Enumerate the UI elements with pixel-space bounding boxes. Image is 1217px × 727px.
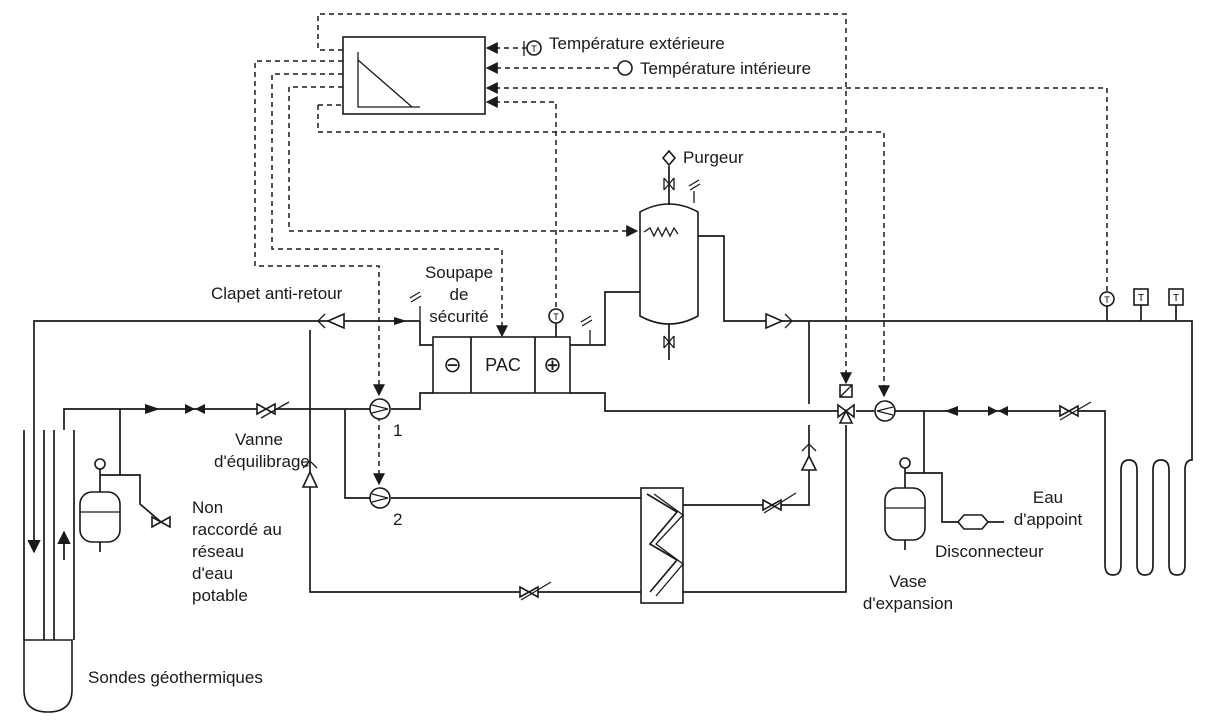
label-clapet: Clapet anti-retour: [211, 284, 343, 303]
svg-text:T: T: [553, 312, 559, 322]
expansion-vessel-right: [884, 411, 1004, 550]
heat-pump-pac: [432, 336, 571, 394]
underfloor-loop: [1104, 430, 1193, 576]
thermometer-1: T: [1133, 288, 1149, 321]
supply-t-sensor: T: [1099, 291, 1115, 321]
svg-text:T: T: [1104, 295, 1110, 305]
circulation-pump-2: [369, 487, 391, 509]
label-purgeur: Purgeur: [683, 148, 744, 167]
label-sondes: Sondes géothermiques: [88, 668, 263, 687]
circulation-pump-1: [369, 398, 391, 420]
circulation-pump-right: [874, 400, 896, 422]
safety-valves: [409, 291, 593, 345]
svg-text:T: T: [1173, 293, 1179, 304]
indoor-temp-sensor: [617, 60, 633, 76]
control-wiring: [254, 13, 1108, 486]
pac-t-sensor: T: [548, 308, 564, 337]
svg-text:T: T: [1138, 293, 1144, 304]
label-non-raccorde: Non raccordé au réseau d'eau potable: [192, 498, 282, 605]
label-eau-appoint: Eau d'appoint: [1013, 488, 1083, 529]
label-vase-expansion: Vase d'expansion: [862, 572, 954, 613]
label-disconnecteur: Disconnecteur: [935, 542, 1044, 561]
label-vanne: Vanne d'équilibrage: [214, 430, 310, 471]
geothermal-probes: [23, 430, 75, 713]
outdoor-temp-sensor: T: [523, 40, 542, 56]
storage-tank: [639, 149, 701, 360]
pac-minus-symbol: ⊖: [443, 352, 462, 377]
flow-arrows: [145, 404, 1008, 416]
balancing-valves: [151, 401, 1092, 601]
thermometer-2: T: [1168, 288, 1184, 321]
check-valves: [301, 312, 818, 488]
label-outdoor-temp: Température extérieure: [549, 34, 725, 53]
expansion-vessel-left: [79, 409, 162, 552]
mixing-valve: [837, 384, 855, 424]
label-pump-1: 1: [393, 421, 403, 440]
plate-heat-exchanger: [640, 487, 684, 604]
label-soupape: Soupape de sécurité: [424, 263, 494, 326]
label-pump-2: 2: [393, 510, 403, 529]
label-indoor-temp: Température intérieure: [640, 59, 812, 78]
controller-box: [342, 36, 486, 115]
pac-label: PAC: [485, 355, 521, 375]
svg-text:T: T: [531, 44, 537, 54]
pac-plus-symbol: ⊕: [543, 352, 562, 377]
